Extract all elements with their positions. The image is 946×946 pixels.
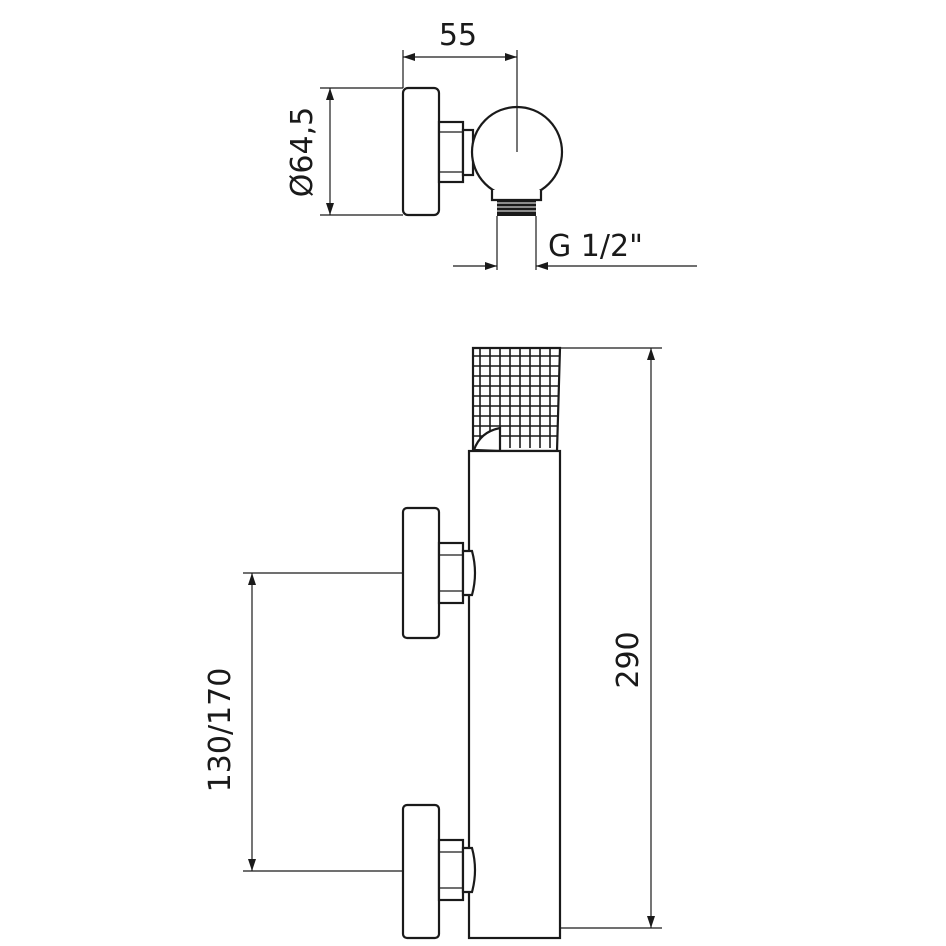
upper-connector-stub [461, 549, 477, 597]
connector-nut [437, 120, 465, 184]
wall-flange [401, 86, 441, 217]
thread-dimension-label: G 1/2" [548, 229, 643, 264]
top-view: 55 Ø64,5 G 1/2" [285, 18, 697, 270]
lower-connector-stub [461, 846, 477, 894]
outlet-neck [490, 190, 543, 202]
mixer-body [467, 449, 562, 940]
spacing-dimension-label: 130/170 [203, 668, 238, 793]
upper-connector-nut [437, 541, 465, 605]
height-dimension-label: 290 [611, 631, 646, 688]
lower-connector-nut [437, 838, 465, 902]
outlet-thread [497, 200, 536, 216]
grip-sleeve [472, 426, 502, 453]
lower-wall-flange [401, 803, 441, 940]
upper-wall-flange [401, 506, 441, 640]
front-view: 290 130/170 [203, 346, 662, 940]
width-dimension-label: 55 [439, 18, 477, 53]
diameter-dimension-label: Ø64,5 [285, 107, 320, 197]
